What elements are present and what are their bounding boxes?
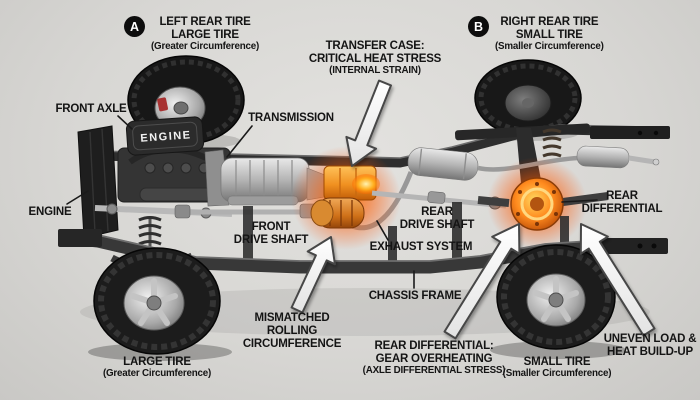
badge-b: B xyxy=(468,16,489,37)
front-drive-shaft-label: FRONT DRIVE SHAFT xyxy=(233,221,309,247)
callout-a-left-rear-tire: A LEFT REAR TIRE LARGE TIRE (Greater Cir… xyxy=(124,16,259,53)
front-axle-label: FRONT AXLE xyxy=(55,103,127,115)
transfer-case-line2: CRITICAL HEAT STRESS xyxy=(308,52,442,65)
transfer-case-line1: TRANSFER CASE: xyxy=(325,40,425,52)
rear-drive-shaft-line2: DRIVE SHAFT xyxy=(399,218,475,231)
mismatched-rolling-label: MISMATCHED ROLLING CIRCUMFERENCE xyxy=(242,312,342,351)
small-tire-label: SMALL TIRE (Smaller Circumference) xyxy=(503,356,612,380)
arrow-rear-diff xyxy=(443,223,521,340)
rear-differential-line2: DIFFERENTIAL xyxy=(581,202,663,215)
callout-b-right-rear-tire: B RIGHT REAR TIRE SMALL TIRE (Smaller Ci… xyxy=(468,16,604,53)
large-tire-label: LARGE TIRE (Greater Circumference) xyxy=(103,356,211,380)
radiator xyxy=(77,125,119,239)
small-tire-line1: SMALL TIRE xyxy=(523,356,591,368)
left-rear-tire-line3: (Greater Circumference) xyxy=(151,40,260,52)
arrow-mismatched xyxy=(290,236,336,314)
uneven-load-label: UNEVEN LOAD & HEAT BUILD-UP xyxy=(604,333,697,359)
left-rear-tire-line2: LARGE TIRE xyxy=(171,28,239,41)
arrow-uneven-load xyxy=(579,223,656,337)
mismatched-line3: CIRCUMFERENCE xyxy=(242,337,342,350)
uneven-load-line1: UNEVEN LOAD & xyxy=(603,333,697,345)
engine-cover xyxy=(125,116,205,156)
tire-bottom-left-large xyxy=(88,247,232,361)
front-drive-shaft-line1: FRONT xyxy=(251,221,291,233)
rear-diff-overheating-label: REAR DIFFERENTIAL: GEAR OVERHEATING (AXL… xyxy=(363,340,506,377)
transfer-case-line3: (INTERNAL STRAIN) xyxy=(329,64,421,76)
mismatched-line2: ROLLING xyxy=(266,324,318,337)
rear-diff-overheating-line2: GEAR OVERHEATING xyxy=(375,352,493,365)
small-tire-line2: (Smaller Circumference) xyxy=(502,367,612,379)
rear-diff-overheating-line3: (AXLE DIFFERENTIAL STRESS) xyxy=(362,364,506,376)
tire-top-right-small xyxy=(474,59,582,137)
mismatched-line1: MISMATCHED xyxy=(254,312,330,324)
rear-drive-shaft-label: REAR DRIVE SHAFT xyxy=(399,206,475,232)
uneven-load-line2: HEAT BUILD-UP xyxy=(606,345,693,358)
tire-bottom-right-small xyxy=(490,244,626,359)
rear-differential-label: REAR DIFFERENTIAL xyxy=(582,190,663,216)
badge-a: A xyxy=(124,16,145,37)
transfer-case-glow xyxy=(291,146,401,250)
rear-differential-line1: REAR xyxy=(606,190,638,202)
right-rear-tire-line3: (Smaller Circumference) xyxy=(495,40,604,52)
large-tire-line1: LARGE TIRE xyxy=(123,356,191,368)
front-drive-shaft-line2: DRIVE SHAFT xyxy=(233,233,309,246)
large-tire-line2: (Greater Circumference) xyxy=(102,367,212,379)
transfer-case-label: TRANSFER CASE: CRITICAL HEAT STRESS (INT… xyxy=(308,40,442,77)
leader-lines xyxy=(66,115,598,289)
engine-label: ENGINE xyxy=(28,206,72,218)
right-rear-tire-line2: SMALL TIRE xyxy=(515,28,583,41)
rear-drive-shaft-line1: REAR xyxy=(421,206,453,218)
exhaust-system-label: EXHAUST SYSTEM xyxy=(369,241,473,253)
left-rear-tire-line1: LEFT REAR TIRE xyxy=(159,16,251,28)
callout-arrows xyxy=(290,79,656,340)
rear-diff-overheating-line1: REAR DIFFERENTIAL: xyxy=(374,340,494,352)
right-rear-tire-line1: RIGHT REAR TIRE xyxy=(500,16,599,28)
chassis-frame-label: CHASSIS FRAME xyxy=(368,290,462,302)
transmission-label: TRANSMISSION xyxy=(248,112,334,124)
arrow-transfer-case xyxy=(345,79,392,167)
